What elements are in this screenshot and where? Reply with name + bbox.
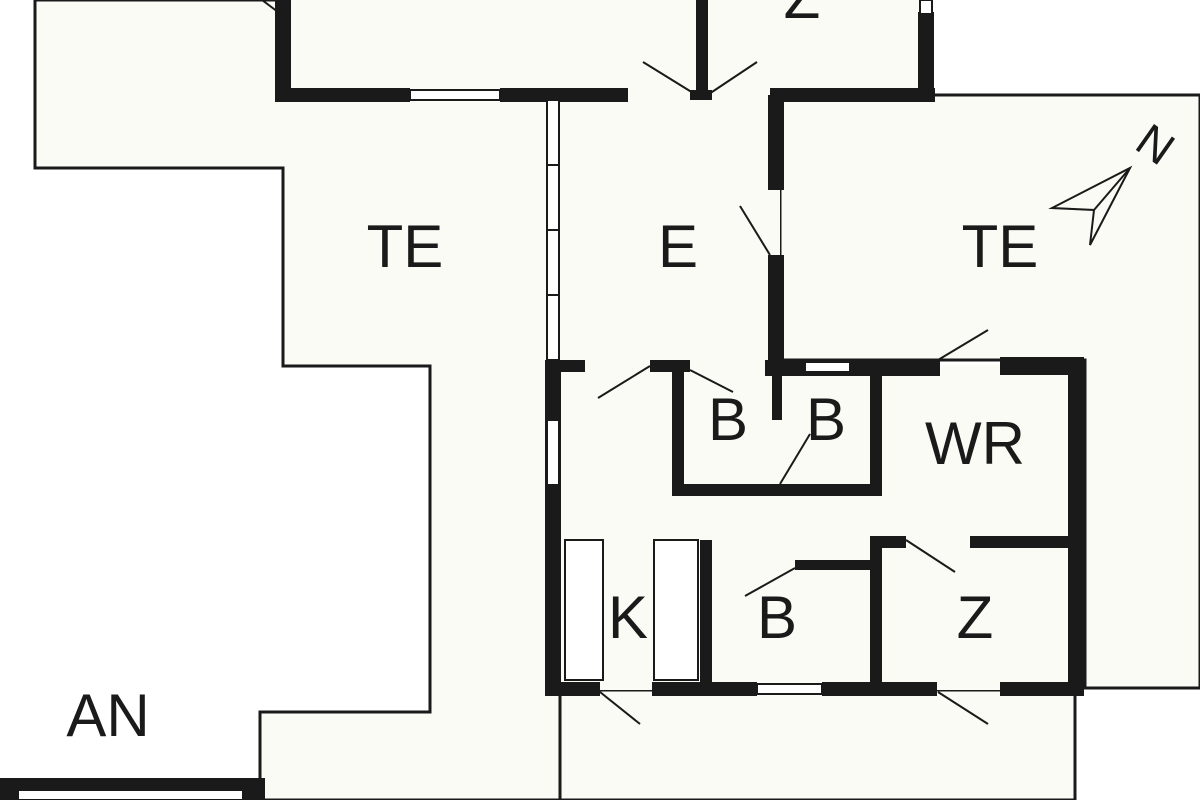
- wall: [795, 560, 877, 570]
- wall: [545, 360, 585, 372]
- wall: [700, 540, 712, 690]
- room-label-z-bottom: Z: [957, 584, 994, 651]
- kitchen-counter: [564, 539, 604, 681]
- house-floor: [556, 95, 780, 365]
- door-swing: [779, 433, 811, 485]
- door-swing: [261, 0, 279, 13]
- wall: [770, 88, 935, 102]
- wall: [1000, 682, 1084, 696]
- wall: [545, 682, 600, 696]
- kitchen-counter: [653, 539, 699, 681]
- house-floor-top: [285, 0, 925, 95]
- door-swing: [642, 61, 699, 97]
- wall: [545, 360, 561, 696]
- wall: [1000, 357, 1080, 375]
- wall: [822, 682, 937, 696]
- window: [17, 789, 244, 800]
- wall: [275, 0, 291, 102]
- wall: [500, 88, 628, 102]
- terrace-bottom-outline: [558, 688, 1077, 800]
- window: [546, 419, 560, 486]
- door-swing: [744, 567, 796, 597]
- wall: [1068, 357, 1084, 695]
- room-label-e: E: [658, 213, 698, 280]
- door-swing: [689, 369, 734, 393]
- window: [409, 89, 501, 101]
- room-label-b2: B: [806, 386, 846, 453]
- door-swing: [599, 691, 641, 725]
- wall: [700, 540, 712, 560]
- door-swing: [937, 691, 989, 725]
- room-label-b3: B: [757, 584, 797, 651]
- door-swing: [739, 205, 771, 256]
- room-label-an: AN: [66, 682, 149, 749]
- wall: [652, 682, 757, 696]
- wall: [870, 366, 882, 496]
- door-swing: [937, 329, 989, 361]
- wall: [918, 12, 934, 102]
- room-label-wr: WR: [925, 410, 1025, 477]
- wall: [672, 366, 684, 494]
- wall: [248, 778, 264, 800]
- room-label-te-right: TE: [962, 213, 1039, 280]
- wall: [870, 536, 882, 688]
- terrace-left-outline: [33, 0, 562, 800]
- door-swing: [705, 61, 758, 97]
- wall: [672, 484, 882, 496]
- house-floor-lower: [556, 365, 1080, 690]
- wall: [690, 90, 712, 100]
- wall: [768, 255, 784, 367]
- room-label-te-left: TE: [367, 213, 444, 280]
- room-label-k: K: [608, 584, 648, 651]
- wall: [765, 360, 940, 376]
- window: [804, 361, 851, 373]
- door-swing: [905, 539, 956, 573]
- wall: [970, 536, 1080, 548]
- door-swing: [597, 365, 651, 399]
- wall: [772, 366, 782, 420]
- room-label-b1: B: [708, 386, 748, 453]
- wall: [768, 95, 784, 190]
- wall: [275, 88, 410, 102]
- window: [756, 683, 823, 695]
- room-label-z-top: Z: [784, 0, 821, 31]
- window: [919, 0, 933, 15]
- wall: [696, 0, 708, 98]
